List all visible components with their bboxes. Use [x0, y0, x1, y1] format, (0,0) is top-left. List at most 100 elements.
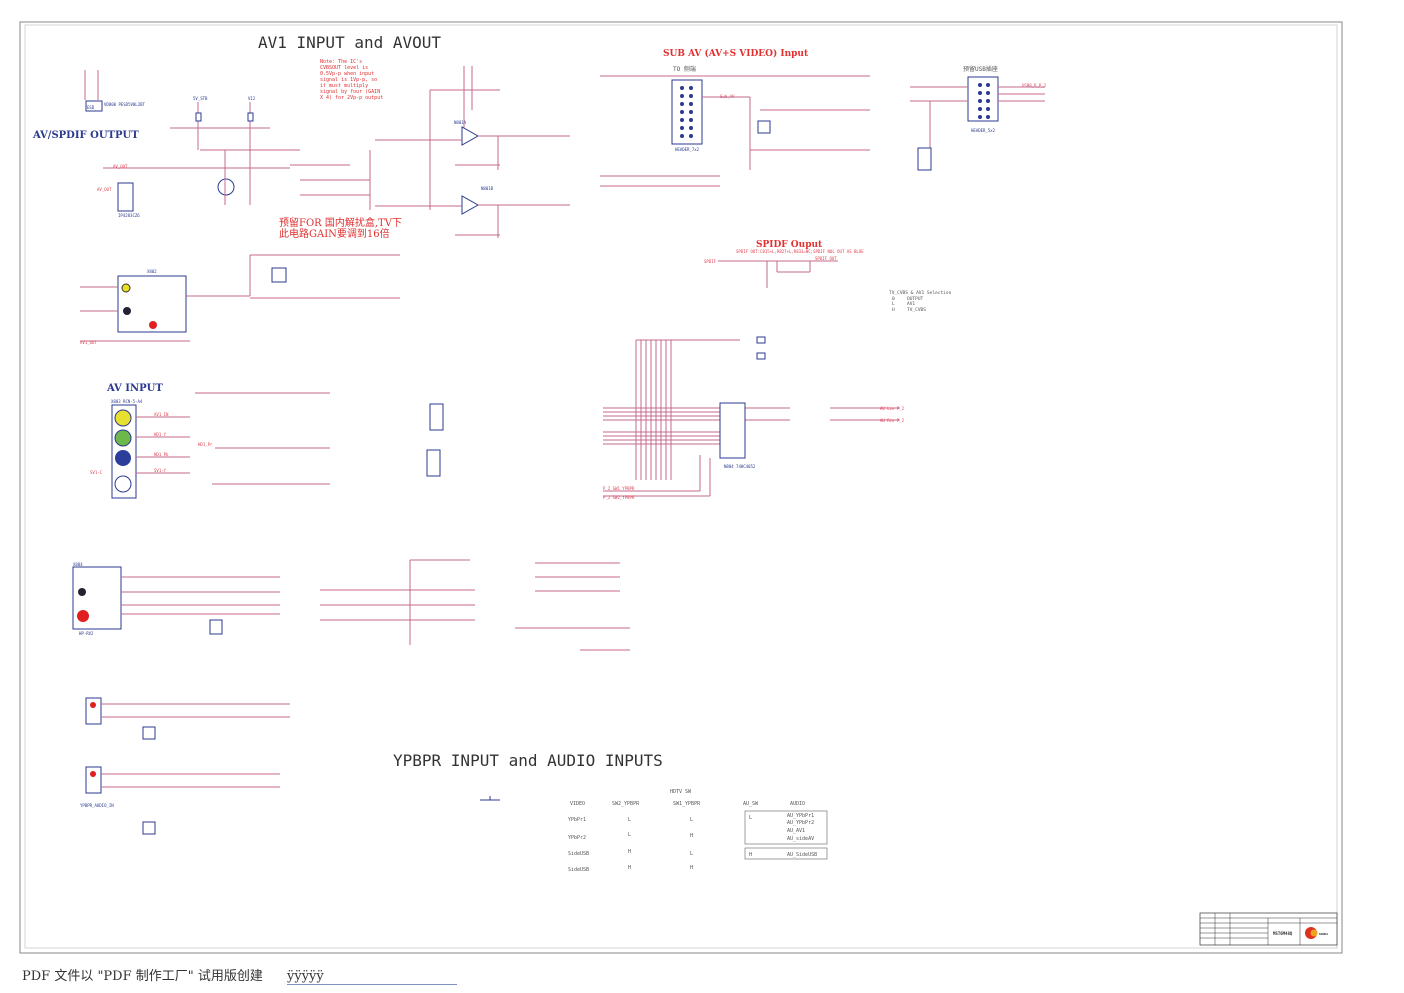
svg-text:AV_OUT: AV_OUT — [113, 164, 128, 169]
svg-text:HDTV SW: HDTV SW — [670, 789, 692, 795]
svg-text:X804: X804 — [73, 562, 83, 567]
svg-text:X802: X802 — [147, 269, 157, 274]
svg-text:L: L — [628, 817, 631, 823]
ypbpr-audio-jacks: YPBPR_AUDIO_IN — [80, 697, 290, 835]
av-out-circuit: ESD VD800 PESD5V0L2BT 5V_STB V12 AV_OUT … — [84, 70, 300, 218]
svg-text:AV1_OUT: AV1_OUT — [80, 340, 97, 345]
svg-text:P_2 SW1_YPBPR: P_2 SW1_YPBPR — [603, 486, 635, 491]
hdtv-switch-table: HDTV SW VIDEO SW2_YPBPR SW1_YPBPR AU_SW … — [568, 789, 828, 873]
av1-jack-x802: X802 AV1_OUT — [80, 254, 400, 345]
svg-text:X 4) for 2Vp-p output: X 4) for 2Vp-p output — [320, 95, 383, 101]
svg-text:AV_OUT: AV_OUT — [97, 187, 112, 192]
label-to-side: TO 侧端 — [673, 65, 696, 73]
svg-text:SideUSB: SideUSB — [568, 867, 589, 873]
usb-header-x8042: HEADER_5x2 USB0_D_P_2 — [910, 76, 1047, 171]
svg-text:L: L — [892, 301, 895, 307]
svg-text:TV_CVBS & AV1 Selection: TV_CVBS & AV1 Selection — [889, 290, 952, 296]
svg-text:AU_YPbPr1: AU_YPbPr1 — [787, 813, 814, 819]
svg-text:VD800 PESD5V0L2BT: VD800 PESD5V0L2BT — [104, 102, 146, 107]
red-note-line1: 预留FOR 国内解扰盒,TV下 — [279, 216, 402, 229]
svg-text:TV_CVBS: TV_CVBS — [907, 307, 926, 313]
svg-text:H: H — [892, 307, 895, 313]
label-usb-reserve: 预留USB插座 — [963, 65, 998, 73]
title-sub-av: SUB AV (AV+S VIDEO) Input — [663, 48, 809, 59]
svg-text:AU_SideUSB: AU_SideUSB — [787, 852, 817, 858]
svg-text:HD1_Y: HD1_Y — [154, 432, 167, 437]
av-input-jack-x803: X803 RCN-5-A4 AV1_IN HD1_Y HD1_Pb SV1-Y … — [90, 392, 330, 499]
svg-text:signal is 1Vp-p, so: signal is 1Vp-p, so — [320, 77, 377, 83]
title-block: MST6M48Q KONKA — [1199, 912, 1338, 946]
svg-text:USB0_D_P_2: USB0_D_P_2 — [1022, 83, 1047, 88]
svg-text:YPbPr2: YPbPr2 — [568, 835, 586, 841]
svg-text:L: L — [690, 817, 693, 823]
title-av-input: AV INPUT — [106, 383, 163, 394]
svg-text:N801B: N801B — [481, 186, 494, 191]
model-number: MST6M48Q — [1273, 931, 1293, 936]
svg-text:AU Lin P_2: AU Lin P_2 — [880, 406, 905, 411]
svg-text:AV1_IN: AV1_IN — [154, 412, 169, 417]
sub-av-header-x8045: HEADER_7x2 Sub_AV — [600, 75, 870, 187]
svg-text:V12: V12 — [248, 96, 256, 101]
title-av-spdif-output: AV/SPDIF OUTPUT — [32, 130, 139, 141]
mux-74hc4052: N804 74HC4052 P_2 SW1_YPBPR P_2 SW2_YPBP… — [603, 336, 905, 500]
opamp-circuit: N801A N801B — [290, 66, 570, 238]
svg-text:L: L — [628, 832, 631, 838]
outer-frame — [19, 21, 1343, 954]
svg-text:L: L — [690, 851, 693, 857]
svg-text:H: H — [628, 865, 631, 871]
svg-text:AU_YPbPr2: AU_YPbPr2 — [787, 820, 814, 826]
svg-text:Note: The IC's: Note: The IC's — [320, 59, 362, 65]
svg-text:SPDIF OUT:C815+L,R827+L,R833=N: SPDIF OUT:C815+L,R827+L,R833=NC;SPDIF NO… — [736, 249, 864, 254]
svg-text:H: H — [749, 852, 752, 858]
ground-symbol — [480, 796, 500, 801]
svg-text:AU_sideAV: AU_sideAV — [787, 836, 814, 842]
chip-ip4283-2 — [426, 449, 441, 477]
brand-name: KONKA — [1319, 932, 1328, 936]
svg-text:0: 0 — [892, 296, 895, 302]
chip-ip4283-1 — [429, 403, 444, 431]
svg-text:P_2 SW2_YPBPR: P_2 SW2_YPBPR — [603, 495, 635, 500]
svg-text:AV1: AV1 — [907, 301, 915, 307]
ypbpr-filter-circuit — [320, 559, 630, 651]
svg-text:HEADER_7x2: HEADER_7x2 — [675, 147, 700, 152]
svg-text:H: H — [690, 865, 693, 871]
footer-link[interactable]: ÿÿÿÿÿ — [287, 969, 458, 985]
svg-text:SPDIF: SPDIF — [704, 259, 717, 264]
svg-text:SV1-Y: SV1-Y — [154, 468, 167, 473]
title-ypbpr: YPBPR INPUT and AUDIO INPUTS — [393, 751, 663, 770]
svg-text:ESD: ESD — [87, 105, 95, 110]
svg-text:0.5Vp-p when input: 0.5Vp-p when input — [320, 71, 374, 77]
svg-text:CVBSOUT level is: CVBSOUT level is — [320, 65, 368, 71]
svg-text:SV1-C: SV1-C — [90, 470, 103, 475]
title-spdif: SPIDF Ouput — [756, 240, 823, 250]
svg-text:N804 74HC4052: N804 74HC4052 — [724, 464, 756, 469]
svg-text:OUTPUT: OUTPUT — [907, 296, 924, 302]
svg-text:N801A: N801A — [454, 120, 467, 125]
red-note-line2: 此电路GAIN要调到16倍 — [279, 227, 390, 240]
svg-text:IP4283CZ6: IP4283CZ6 — [118, 213, 140, 218]
svg-text:YPBPR_AUDIO_IN: YPBPR_AUDIO_IN — [80, 803, 114, 808]
svg-text:X803 RCN-5-A4: X803 RCN-5-A4 — [111, 399, 143, 404]
svg-text:5V_STB: 5V_STB — [193, 96, 208, 101]
svg-text:HD1_Pr: HD1_Pr — [198, 442, 213, 447]
headphone-jack-x804: X804 HP-RV2 — [72, 562, 280, 636]
svg-text:HD1_Pb: HD1_Pb — [154, 452, 169, 457]
svg-text:AU_SW: AU_SW — [743, 801, 759, 807]
svg-text:AU Rin P_2: AU Rin P_2 — [880, 418, 905, 423]
svg-text:SW2_YPBPR: SW2_YPBPR — [612, 801, 640, 807]
svg-text:HEADER_5x2: HEADER_5x2 — [971, 128, 996, 133]
svg-text:HP-RV2: HP-RV2 — [79, 631, 94, 636]
inner-frame — [24, 24, 1338, 949]
svg-text:AU_AV1: AU_AV1 — [787, 828, 805, 834]
svg-text:SPDIF_OUT: SPDIF_OUT — [815, 256, 837, 261]
svg-text:VIDEO: VIDEO — [570, 801, 585, 807]
svg-text:signal by four (GAIN: signal by four (GAIN — [320, 89, 380, 95]
svg-text:SideUSB: SideUSB — [568, 851, 589, 857]
svg-text:AUDIO: AUDIO — [790, 801, 805, 807]
pdf-footer: PDF 文件以 "PDF 制作工厂" 试用版创建 ÿÿÿÿÿ — [22, 965, 458, 985]
svg-text:H: H — [628, 849, 631, 855]
spdif-circuit: SPDIF OUT:C815+L,R827+L,R833=NC;SPDIF NO… — [704, 249, 864, 288]
svg-text:YPbPr1: YPbPr1 — [568, 817, 586, 823]
gain-note: Note: The IC's CVBSOUT level is 0.5Vp-p … — [320, 59, 383, 101]
